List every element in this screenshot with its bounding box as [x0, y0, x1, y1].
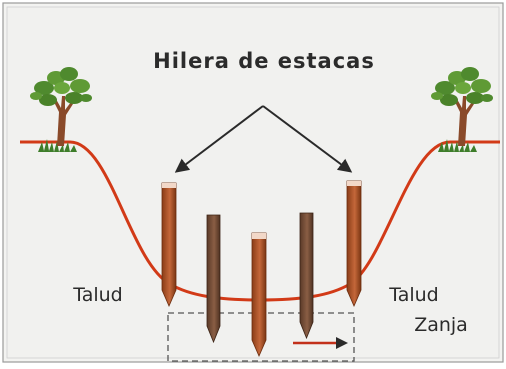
tree-left-icon — [30, 67, 92, 146]
stake-2 — [206, 214, 221, 344]
pointer-arrow-right — [262, 105, 353, 173]
right-slope-label: Talud — [388, 284, 439, 306]
stake-3 — [251, 232, 267, 357]
stake-1 — [161, 182, 177, 307]
left-slope-label: Talud — [72, 284, 123, 306]
diagram-title: Hilera de estacas — [153, 49, 375, 73]
tree-right-icon — [431, 67, 493, 146]
stake-5 — [346, 180, 362, 307]
ditch-label: Zanja — [414, 314, 468, 336]
flow-arrow-icon — [293, 337, 348, 349]
pointer-arrow-left — [174, 105, 264, 173]
grass-right — [438, 139, 477, 152]
stake-4 — [299, 212, 314, 340]
